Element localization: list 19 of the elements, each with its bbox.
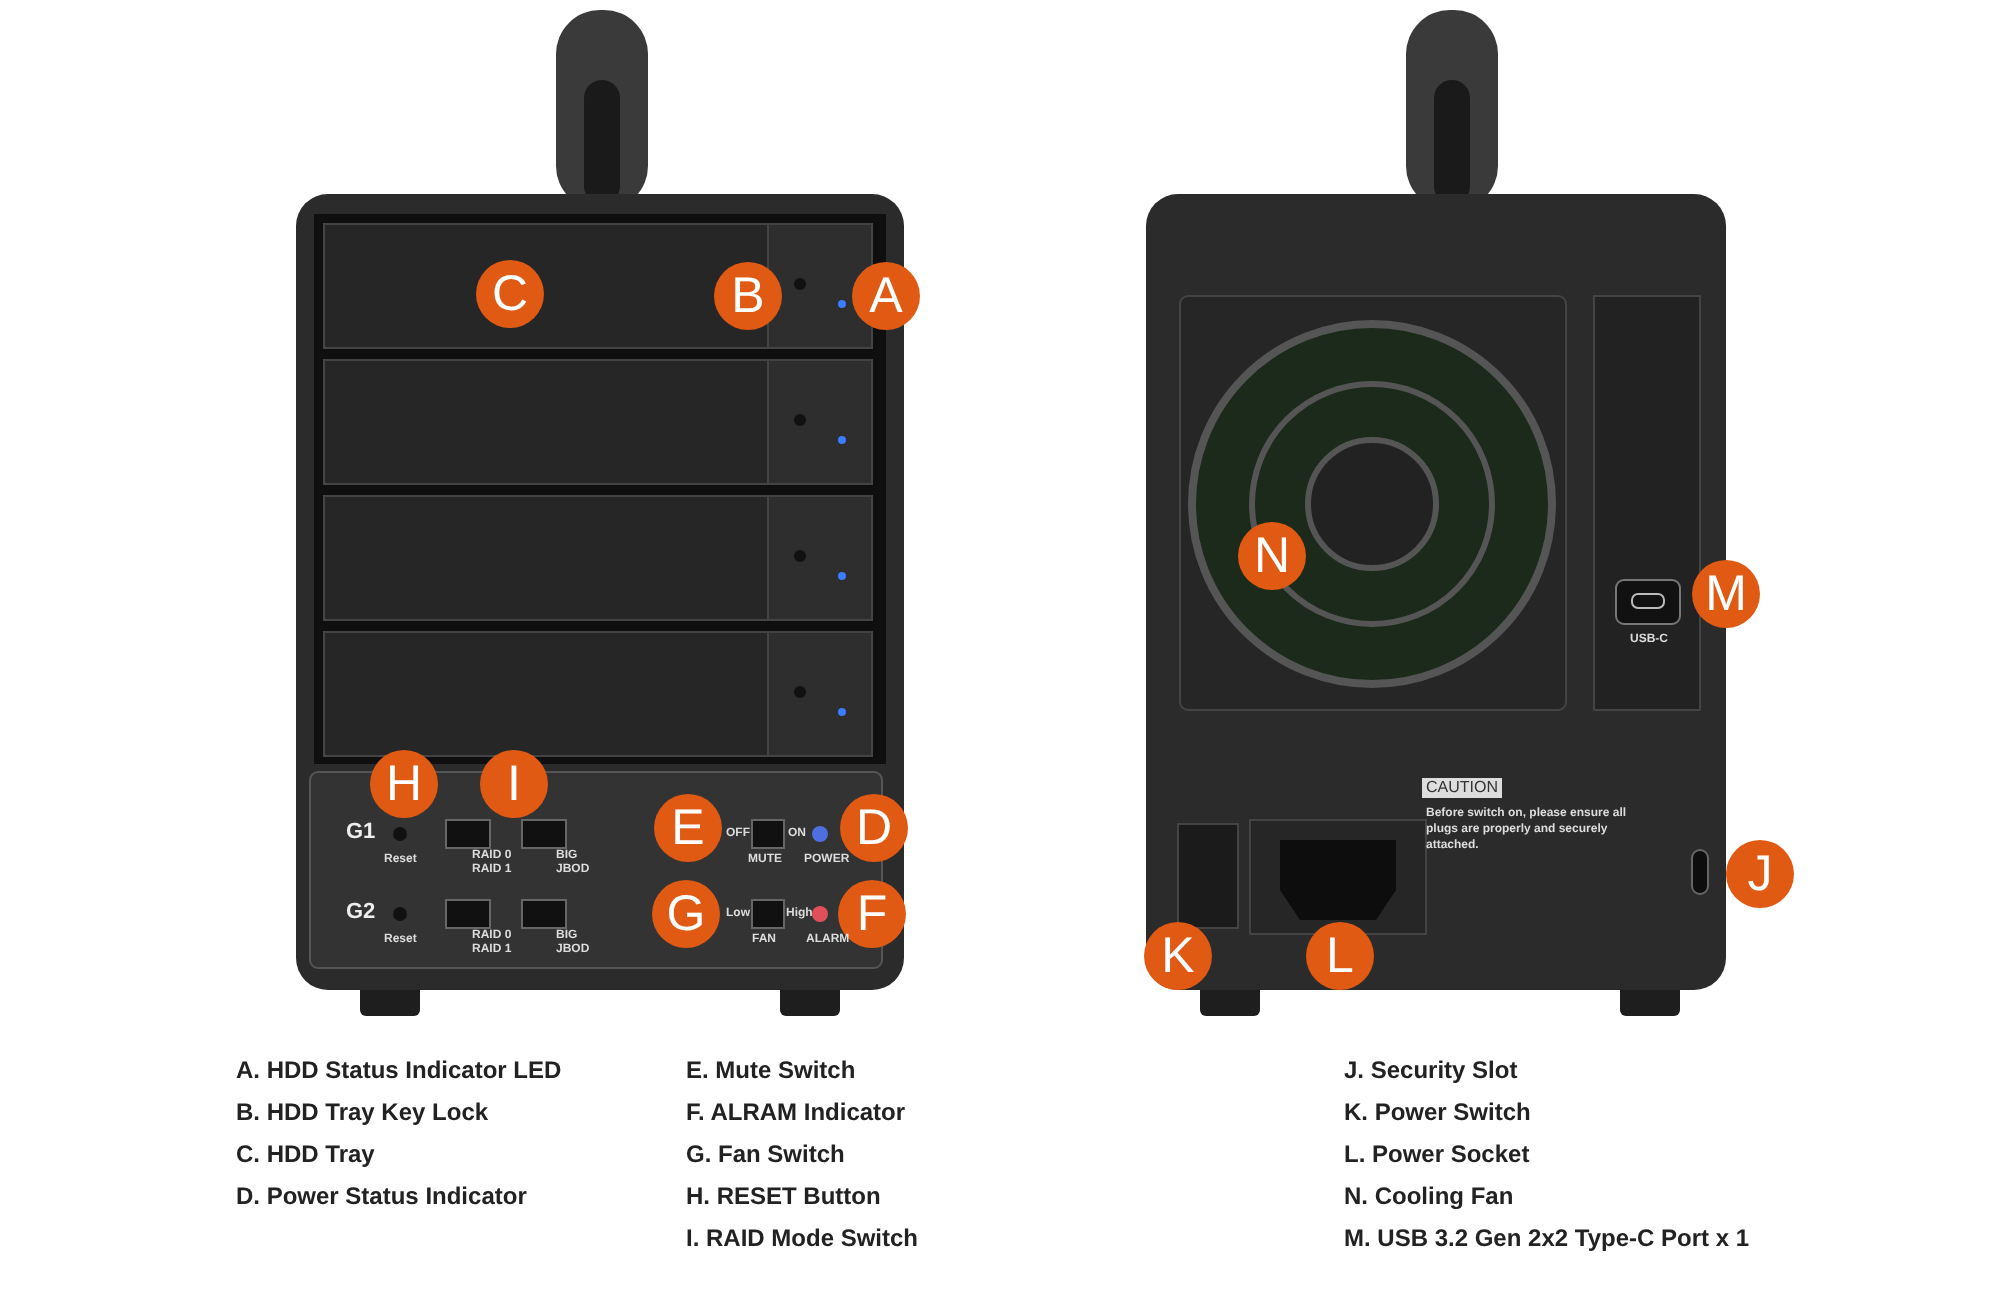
key-text: F. ALRAM Indicator bbox=[686, 1100, 906, 1124]
group-label: G2 bbox=[346, 902, 376, 924]
key-text: J. Security Slot bbox=[1344, 1058, 1518, 1082]
group-label: G1 bbox=[346, 822, 376, 844]
key-text: L. Power Socket bbox=[1344, 1142, 1530, 1166]
callout-letter: J bbox=[1726, 840, 1794, 908]
key-text: G. Fan Switch bbox=[686, 1142, 845, 1166]
key-text: C. HDD Tray bbox=[236, 1142, 375, 1166]
key-text: N. Cooling Fan bbox=[1344, 1184, 1514, 1208]
key-text: K. Power Switch bbox=[1344, 1100, 1531, 1124]
key-text: A. HDD Status Indicator LED bbox=[236, 1058, 562, 1082]
key-text: M. USB 3.2 Gen 2x2 Type-C Port x 1 bbox=[1344, 1226, 1750, 1250]
key-text: H. RESET Button bbox=[686, 1184, 881, 1208]
callout-letter: M bbox=[1692, 560, 1760, 628]
caution-label: CAUTION bbox=[1422, 778, 1502, 798]
key-text: E. Mute Switch bbox=[686, 1058, 856, 1082]
key-text: I. RAID Mode Switch bbox=[686, 1226, 919, 1250]
key-text: B. HDD Tray Key Lock bbox=[236, 1100, 489, 1124]
key-text: D. Power Status Indicator bbox=[236, 1184, 527, 1208]
